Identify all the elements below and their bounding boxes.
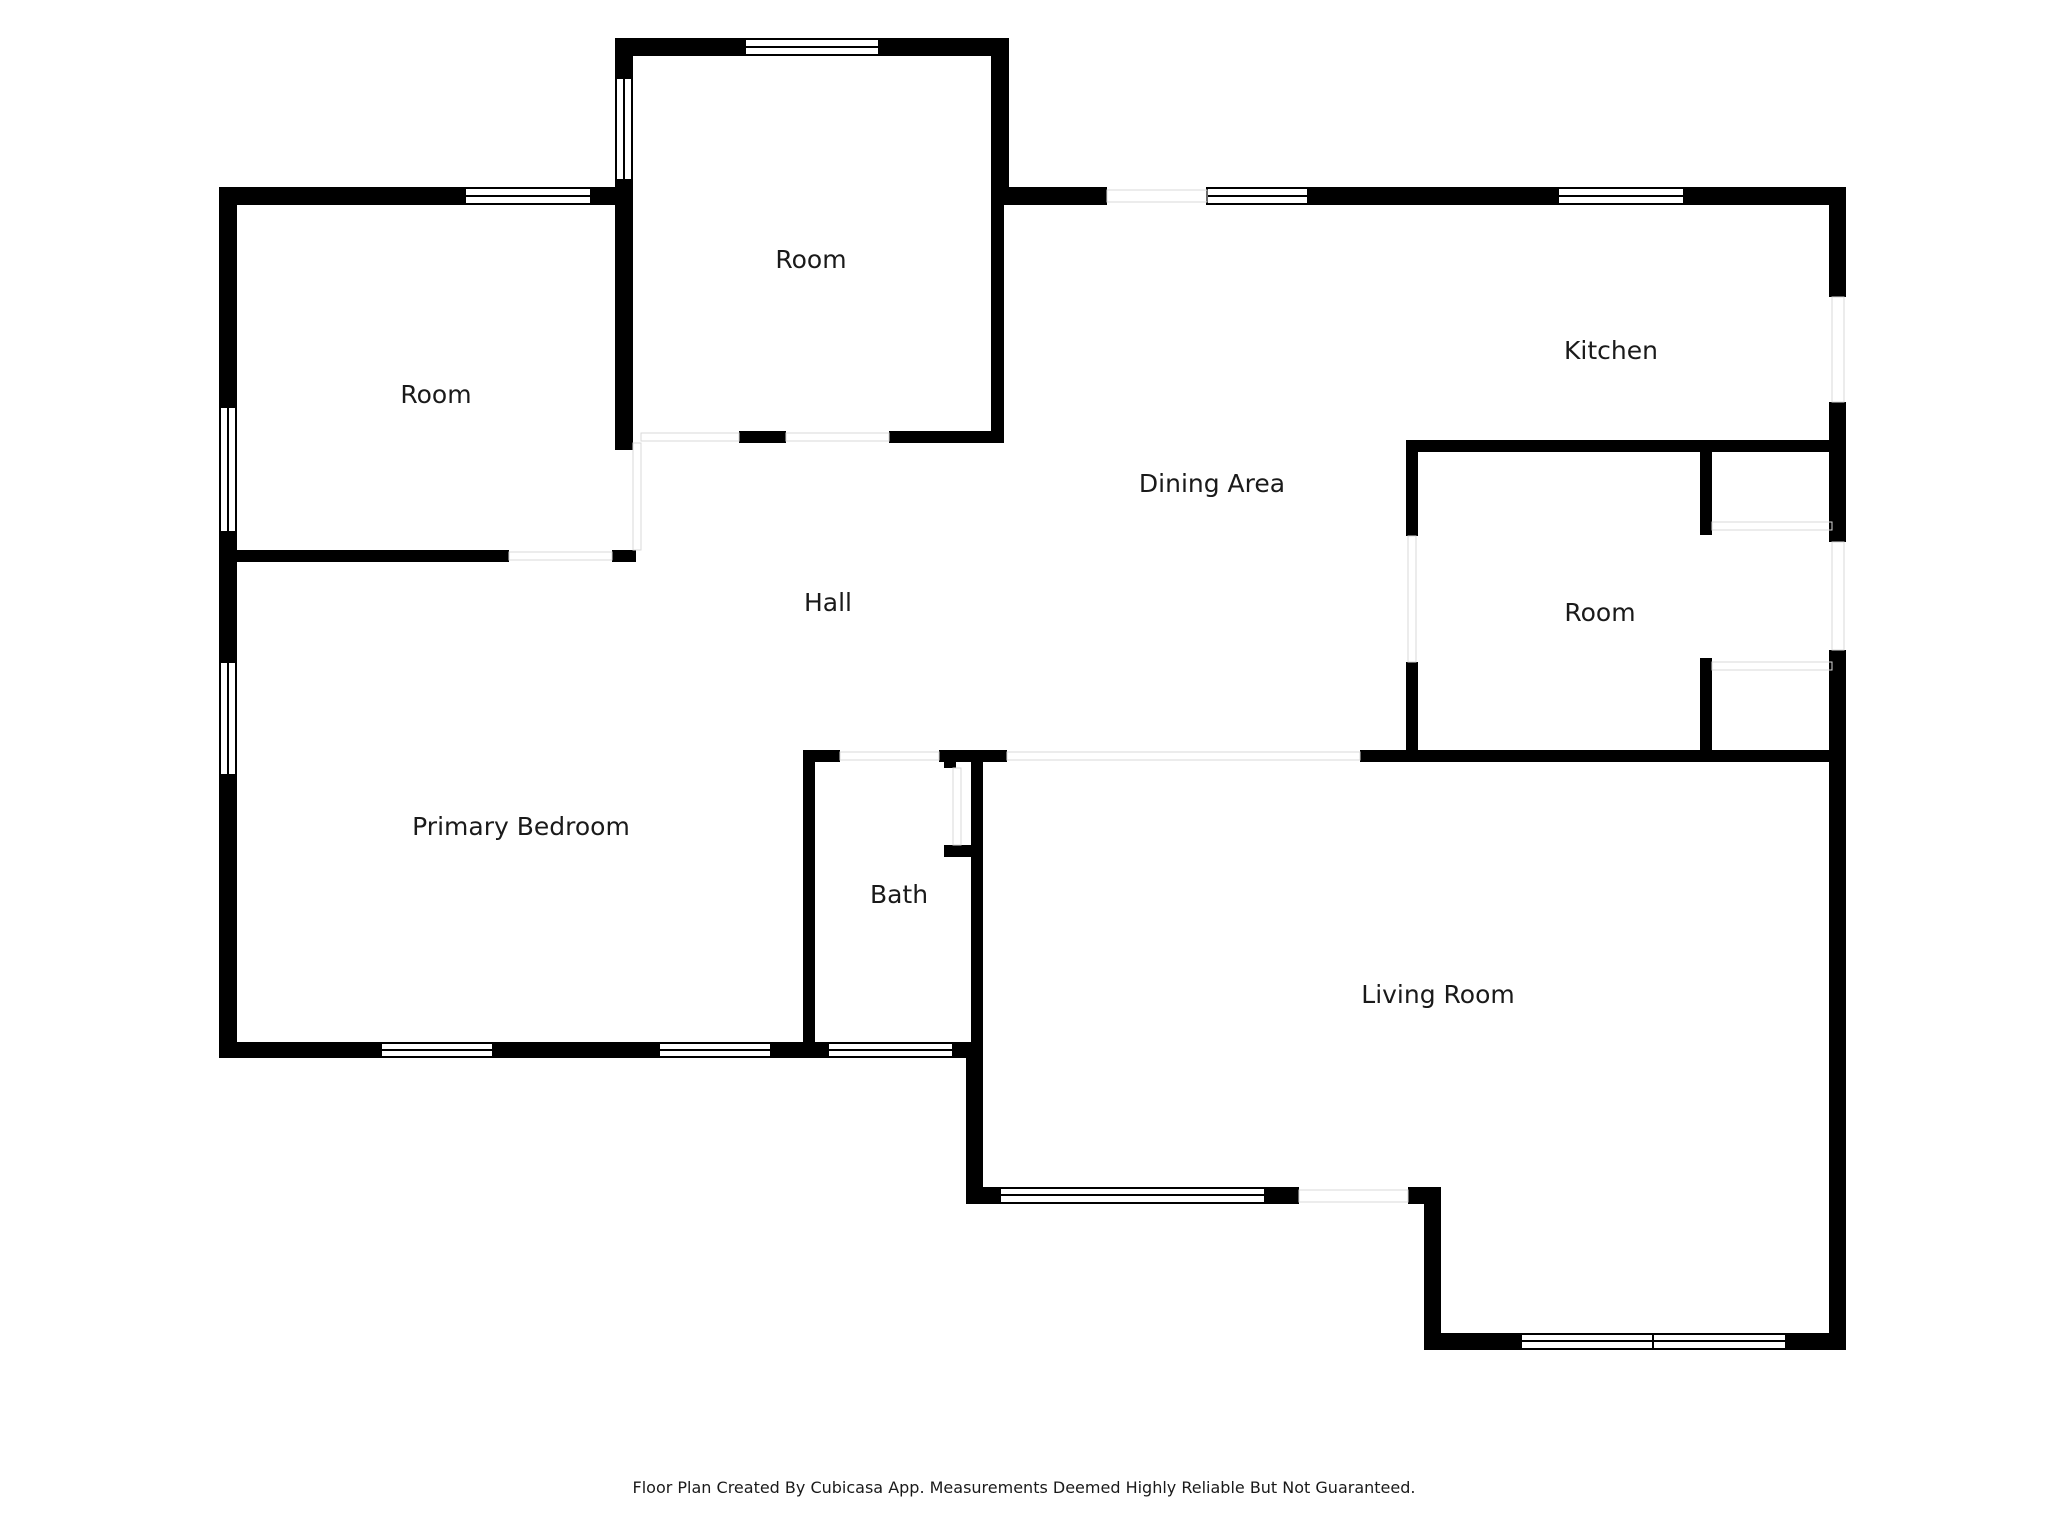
wall <box>219 187 465 205</box>
wall <box>879 38 1009 56</box>
wall <box>1829 187 1846 297</box>
wall <box>493 1042 659 1058</box>
wall <box>1004 187 1107 205</box>
wall <box>991 38 1009 198</box>
wall <box>739 431 786 443</box>
wall <box>991 187 1004 442</box>
wall <box>944 750 956 768</box>
room-label-bath: Bath <box>870 880 928 909</box>
wall <box>1829 650 1846 1350</box>
wall <box>219 550 509 562</box>
room-label-right: Room <box>1564 598 1635 627</box>
wall <box>966 1187 1000 1204</box>
wall <box>1265 1187 1299 1204</box>
wall <box>971 750 983 1055</box>
room-label-upper-left: Room <box>400 380 471 409</box>
room-label-kitchen: Kitchen <box>1564 336 1658 365</box>
wall <box>219 532 237 662</box>
wall <box>1308 187 1558 205</box>
wall <box>219 775 237 1058</box>
wall <box>615 180 633 450</box>
wall <box>219 1042 381 1058</box>
openings <box>508 189 1845 1203</box>
wall <box>889 431 1004 443</box>
room-label-living-room: Living Room <box>1361 980 1514 1009</box>
wall <box>1786 1333 1846 1350</box>
room-labels: Room Room Kitchen Dining Area Hall Room … <box>400 245 1658 1009</box>
wall <box>1360 750 1846 762</box>
wall <box>615 38 745 56</box>
room-label-top: Room <box>775 245 846 274</box>
wall <box>612 550 636 562</box>
wall <box>1406 440 1418 536</box>
wall <box>966 1042 983 1204</box>
wall <box>1424 1187 1441 1350</box>
wall <box>803 750 815 1058</box>
wall <box>1700 440 1712 535</box>
wall <box>1684 187 1846 205</box>
room-label-dining-area: Dining Area <box>1139 469 1285 498</box>
wall <box>1406 440 1846 452</box>
windows <box>219 38 1787 1350</box>
room-label-primary-bedroom: Primary Bedroom <box>412 812 630 841</box>
wall <box>1424 1333 1521 1350</box>
wall <box>219 187 237 407</box>
room-label-hall: Hall <box>804 588 852 617</box>
footer-disclaimer: Floor Plan Created By Cubicasa App. Meas… <box>633 1478 1416 1497</box>
wall <box>771 1042 828 1058</box>
wall <box>621 431 633 443</box>
wall <box>1700 658 1712 762</box>
wall <box>1406 662 1418 762</box>
walls <box>219 38 1846 1350</box>
wall <box>1829 402 1846 542</box>
